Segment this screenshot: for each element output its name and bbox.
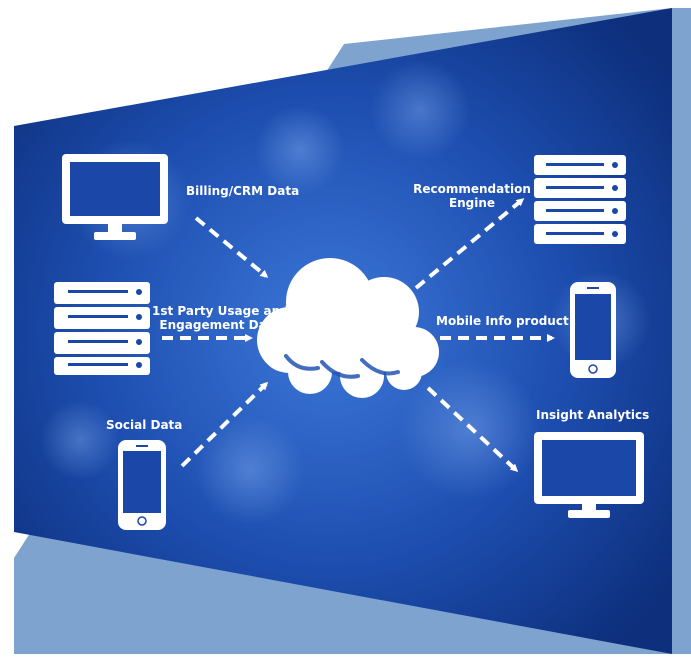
desktop-monitor-icon	[534, 432, 644, 518]
arrow-cloud-to-recommendation	[414, 198, 525, 290]
label-first-party-usage: 1st Party Usage and Engagement Data	[152, 304, 289, 332]
label-insight-analytics: Insight Analytics	[536, 408, 650, 422]
label-first-party-usage-line2: Engagement Data	[159, 318, 281, 332]
label-recommendation-line1: Recommendation	[413, 182, 531, 196]
server-stack-icon	[54, 282, 150, 375]
label-recommendation-engine: Recommendation Engine	[412, 182, 532, 210]
label-recommendation-line2: Engine	[448, 196, 496, 210]
label-social-data: Social Data	[106, 418, 183, 432]
desktop-monitor-icon	[62, 154, 168, 240]
smartphone-icon	[118, 440, 166, 530]
arrow-cloud-to-insight	[426, 386, 519, 473]
smartphone-icon	[570, 282, 616, 378]
label-billing-crm: Billing/CRM Data	[186, 184, 300, 198]
arrow-billing-to-cloud	[194, 216, 269, 278]
arrow-social-to-cloud	[180, 381, 269, 468]
label-mobile-info-product: Mobile Info product	[436, 314, 569, 328]
label-first-party-usage-line1: 1st Party Usage and	[152, 304, 289, 318]
